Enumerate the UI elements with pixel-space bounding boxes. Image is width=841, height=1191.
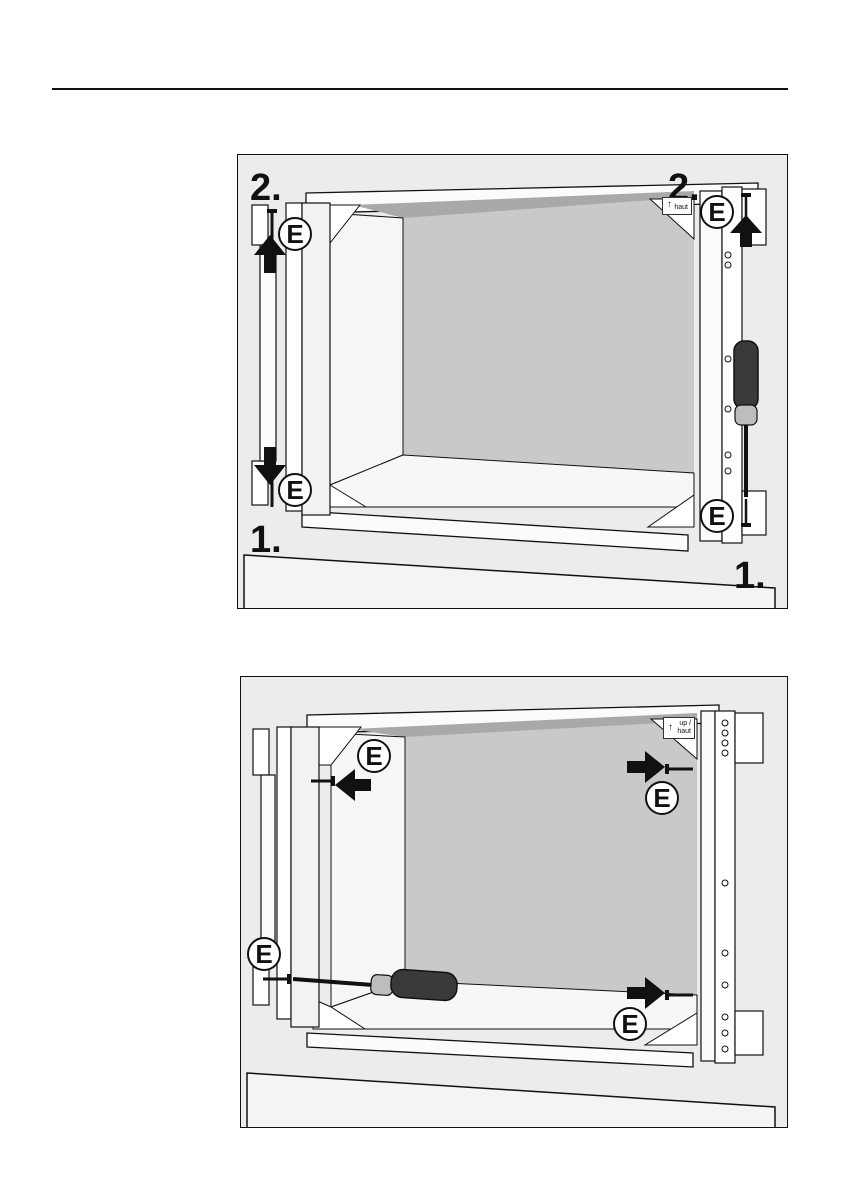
screw-e-badge: E xyxy=(278,473,312,507)
orientation-tag: ↑ up / haut xyxy=(663,717,695,739)
installation-figure-2: E E E E ↑ up / haut xyxy=(240,676,788,1128)
screw-e-badge: E xyxy=(645,781,679,815)
step-1-left-label: 1. xyxy=(250,521,282,559)
orientation-tag: ↑ haut xyxy=(662,197,692,215)
up-arrow-icon: ↑ xyxy=(668,724,673,732)
step-2-left-label: 2. xyxy=(250,169,282,207)
up-arrow-icon: ↑ xyxy=(667,201,672,209)
screw-e-badge: E xyxy=(278,217,312,251)
screw-e-badge: E xyxy=(700,195,734,229)
screw-e-badge: E xyxy=(700,499,734,533)
screw-e-badge: E xyxy=(357,739,391,773)
header-rule xyxy=(52,88,788,90)
screw-e-badge: E xyxy=(247,937,281,971)
installation-figure-1: 2. 2. 1. 1. E E E E ↑ haut xyxy=(237,154,788,609)
step-1-right-label: 1. xyxy=(734,557,766,595)
orientation-tag-text: haut xyxy=(674,204,688,211)
screw-e-badge: E xyxy=(613,1007,647,1041)
cabinet-drawing-2 xyxy=(241,677,788,1128)
